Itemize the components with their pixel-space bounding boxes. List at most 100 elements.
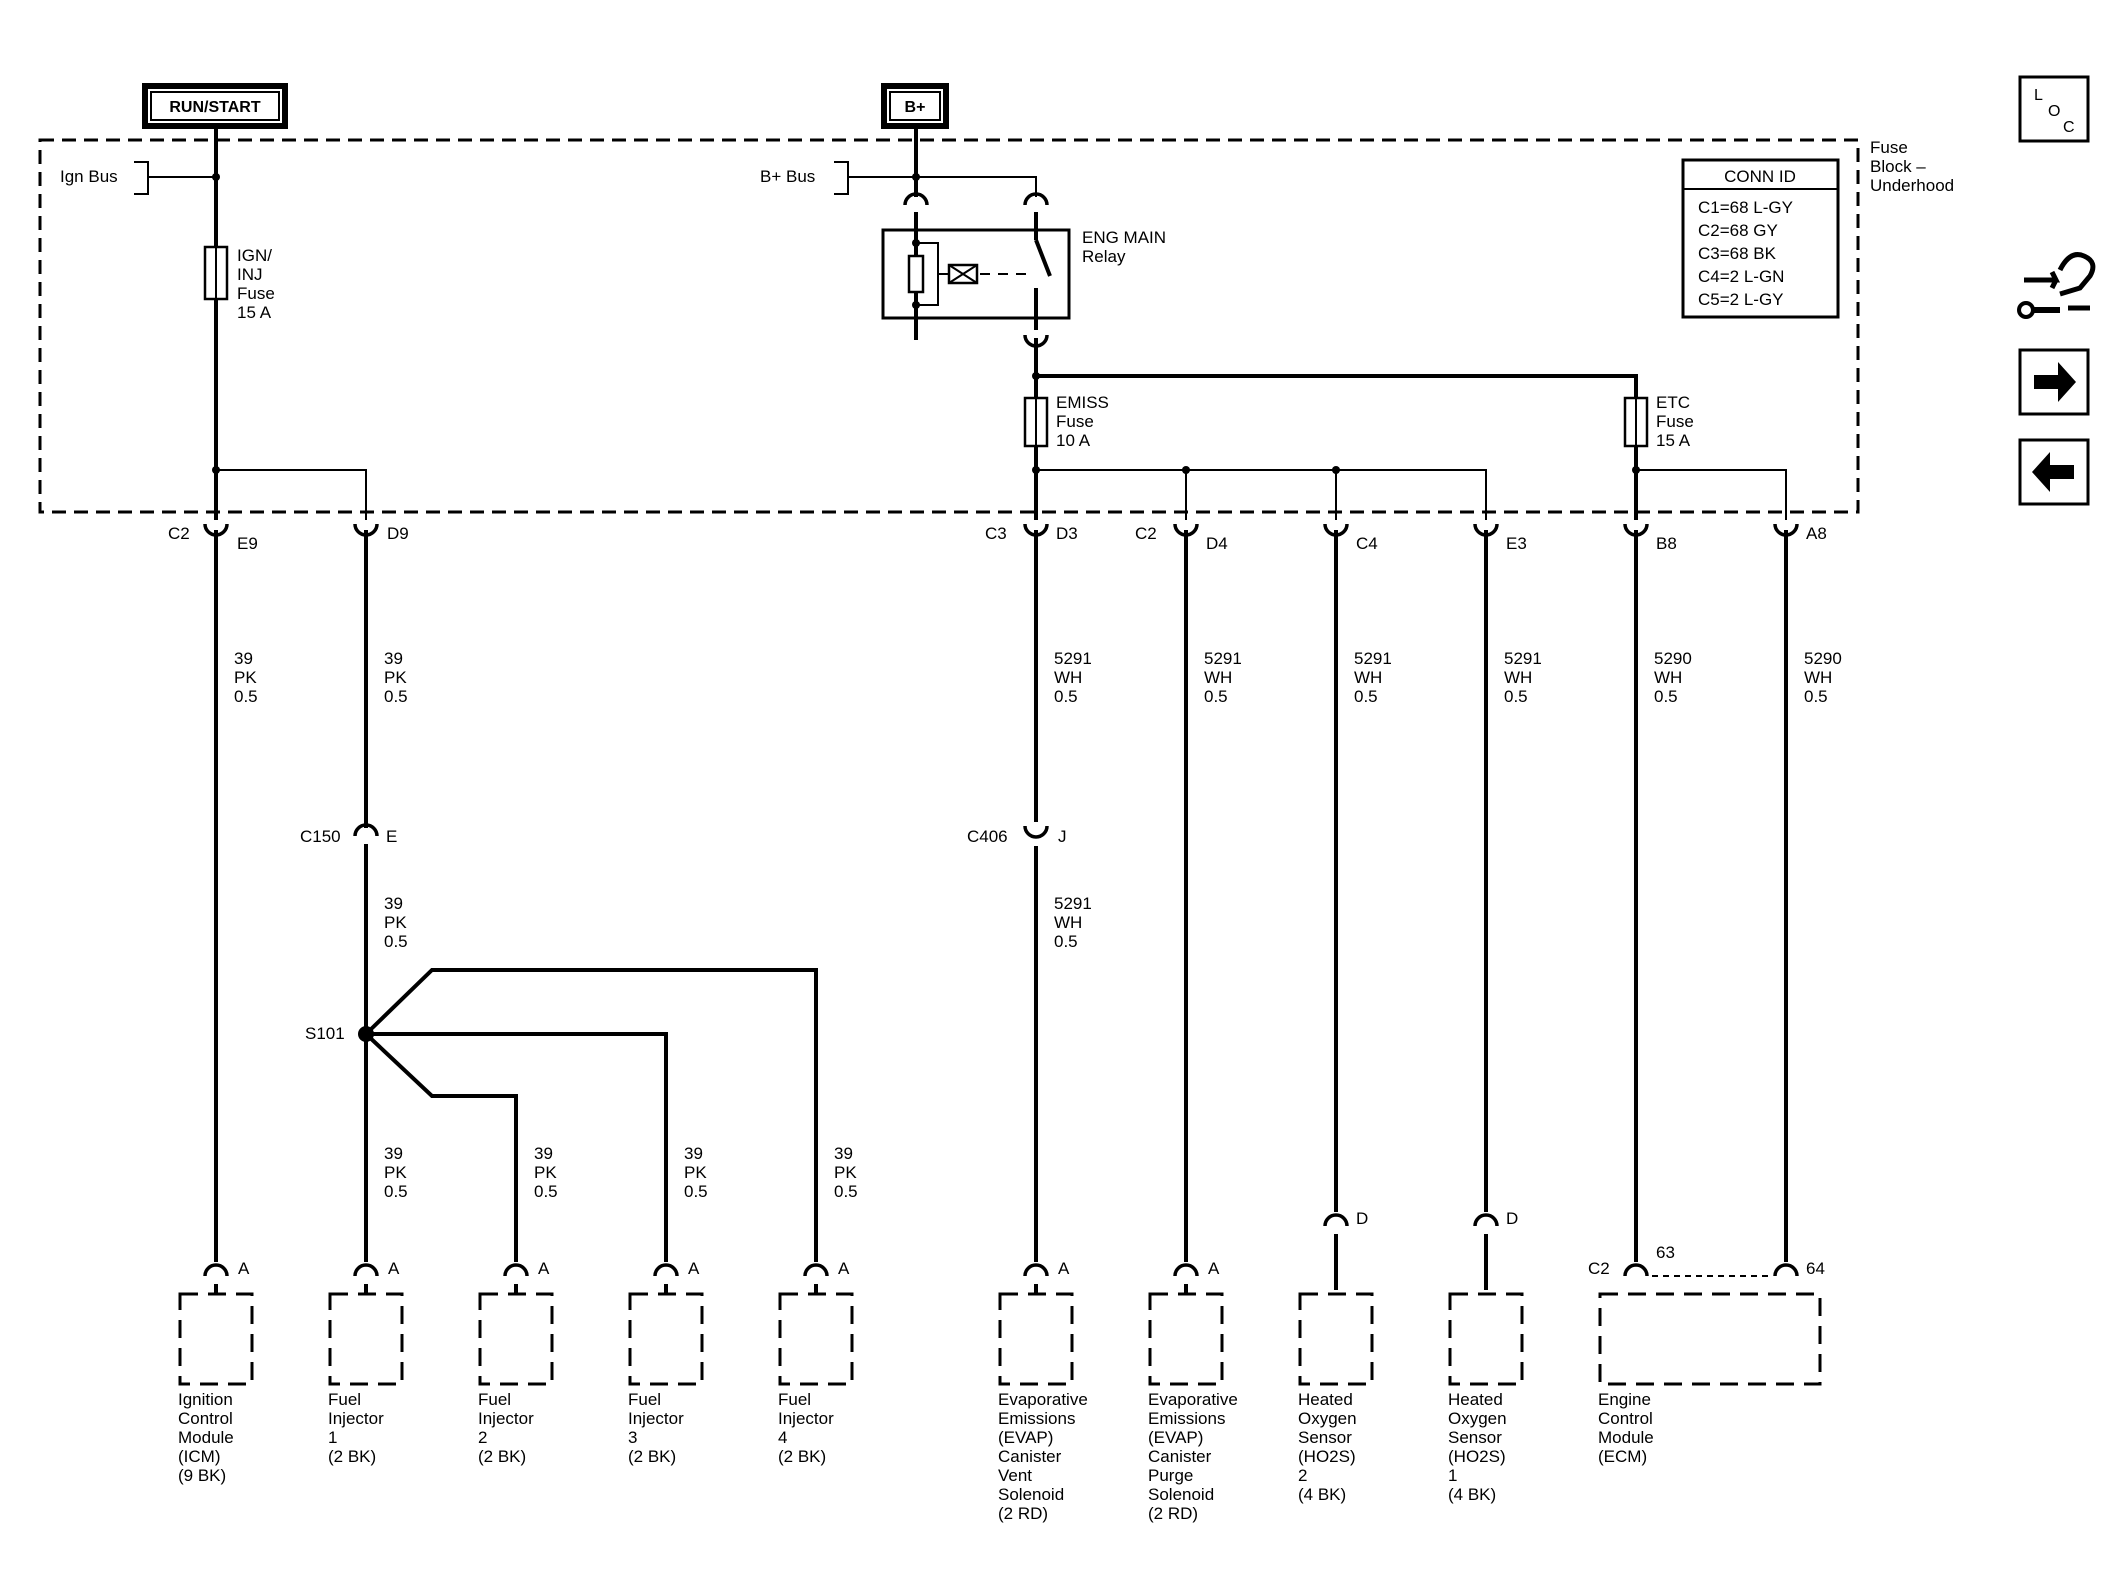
svg-text:WH: WH — [1804, 668, 1832, 687]
svg-text:WH: WH — [1654, 668, 1682, 687]
purge-solenoid-box — [1148, 1292, 1224, 1386]
wire-label-icm: 39 PK 0.5 — [234, 649, 258, 706]
svg-text:0.5: 0.5 — [1354, 687, 1378, 706]
ign-bus-label: Ign Bus — [60, 167, 118, 186]
conn-b8: B8 — [1656, 534, 1677, 553]
wire-label-a8: 5290 WH 0.5 — [1804, 649, 1842, 706]
wire-label-c406-out: 5291 WH 0.5 — [1054, 894, 1092, 951]
svg-text:Purge: Purge — [1148, 1466, 1193, 1485]
svg-text:Injector: Injector — [778, 1409, 834, 1428]
svg-text:(HO2S): (HO2S) — [1298, 1447, 1356, 1466]
svg-text:4: 4 — [778, 1428, 787, 1447]
svg-text:Canister: Canister — [1148, 1447, 1212, 1466]
svg-text:PK: PK — [384, 668, 407, 687]
svg-text:5291: 5291 — [1504, 649, 1542, 668]
etc-fuse-label: 15 A — [1656, 431, 1691, 450]
svg-text:(2 RD): (2 RD) — [998, 1504, 1048, 1523]
wire-label-c150-out: 39 PK 0.5 — [384, 894, 408, 951]
injector-1-box — [328, 1292, 404, 1386]
svg-text:C: C — [2063, 119, 2075, 136]
svg-text:(9 BK): (9 BK) — [178, 1466, 226, 1485]
svg-text:0.5: 0.5 — [1804, 687, 1828, 706]
conn-c2b: C2 — [1135, 524, 1157, 543]
vent-solenoid-label: Evaporative Emissions (EVAP) Canister Ve… — [998, 1390, 1088, 1523]
svg-text:(ECM): (ECM) — [1598, 1447, 1647, 1466]
svg-text:Oxygen: Oxygen — [1298, 1409, 1357, 1428]
ecm-label: Engine Control Module (ECM) — [1598, 1390, 1654, 1466]
conn-id-row: C5=2 L-GY — [1698, 290, 1784, 309]
svg-text:0.5: 0.5 — [384, 1182, 408, 1201]
svg-text:5290: 5290 — [1804, 649, 1842, 668]
pin-a-inj1: A — [388, 1259, 400, 1278]
svg-text:Sensor: Sensor — [1298, 1428, 1352, 1447]
svg-text:2: 2 — [478, 1428, 487, 1447]
svg-text:Emissions: Emissions — [998, 1409, 1075, 1428]
relay-label: Relay — [1082, 247, 1126, 266]
conn-id-row: C3=68 BK — [1698, 244, 1777, 263]
svg-text:0.5: 0.5 — [684, 1182, 708, 1201]
pin-d-ho2s1: D — [1506, 1209, 1518, 1228]
conn-c406: C406 — [967, 827, 1008, 846]
vent-solenoid-box — [998, 1292, 1074, 1386]
wire-label-c4: 5291 WH 0.5 — [1354, 649, 1392, 706]
ign-fuse-label: Fuse — [237, 284, 275, 303]
pin-a-purge: A — [1208, 1259, 1220, 1278]
svg-text:Injector: Injector — [328, 1409, 384, 1428]
pin-d-ho2s2: D — [1356, 1209, 1368, 1228]
conn-id-title: CONN ID — [1724, 167, 1796, 186]
svg-text:5291: 5291 — [1354, 649, 1392, 668]
svg-text:Control: Control — [1598, 1409, 1653, 1428]
svg-text:Heated: Heated — [1448, 1390, 1503, 1409]
svg-text:5291: 5291 — [1204, 649, 1242, 668]
svg-text:0.5: 0.5 — [1054, 932, 1078, 951]
back-arrow-icon[interactable] — [2018, 438, 2090, 506]
run-start-source: RUN/START — [142, 83, 288, 129]
svg-text:3: 3 — [628, 1428, 637, 1447]
svg-text:WH: WH — [1054, 913, 1082, 932]
conn-id-row: C4=2 L-GN — [1698, 267, 1784, 286]
wire-label-d3: 5291 WH 0.5 — [1054, 649, 1092, 706]
wire-label-inj4: 39 PK 0.5 — [834, 1144, 858, 1201]
svg-text:Oxygen: Oxygen — [1448, 1409, 1507, 1428]
pin-a-inj2: A — [538, 1259, 550, 1278]
emiss-fuse-label: EMISS — [1056, 393, 1109, 412]
b-plus-label: B+ — [905, 99, 926, 116]
svg-text:(4 BK): (4 BK) — [1448, 1485, 1496, 1504]
svg-text:39: 39 — [384, 894, 403, 913]
ho2s-2-box — [1298, 1292, 1374, 1386]
conn-d4: D4 — [1206, 534, 1228, 553]
wire-label-b8: 5290 WH 0.5 — [1654, 649, 1692, 706]
svg-text:5291: 5291 — [1054, 649, 1092, 668]
svg-text:39: 39 — [384, 649, 403, 668]
relay-label: ENG MAIN — [1082, 228, 1166, 247]
injector-2-label: Fuel Injector 2 (2 BK) — [478, 1390, 534, 1466]
wrench-hand-icon[interactable] — [2017, 252, 2096, 319]
purge-solenoid-label: Evaporative Emissions (EVAP) Canister Pu… — [1148, 1390, 1238, 1523]
injector-2-box — [478, 1292, 554, 1386]
wire-label-inj2: 39 PK 0.5 — [534, 1144, 558, 1201]
ign-fuse-label: 15 A — [237, 303, 272, 322]
emiss-fuse-label: 10 A — [1056, 431, 1091, 450]
svg-text:(EVAP): (EVAP) — [998, 1428, 1053, 1447]
b-plus-source: B+ — [881, 83, 949, 129]
wire-label-inj1: 39 PK 0.5 — [384, 1144, 408, 1201]
svg-text:WH: WH — [1354, 668, 1382, 687]
splice-s101 — [358, 968, 818, 1262]
conn-a8: A8 — [1806, 524, 1827, 543]
inline-connector-c406 — [1023, 825, 1049, 839]
fuse-block-label-1: Fuse — [1870, 138, 1908, 157]
svg-text:PK: PK — [384, 1163, 407, 1182]
forward-arrow-icon[interactable] — [2018, 348, 2090, 416]
pin-a-inj4: A — [838, 1259, 850, 1278]
emiss-fuse-label: Fuse — [1056, 412, 1094, 431]
svg-text:(2 BK): (2 BK) — [628, 1447, 676, 1466]
svg-text:Module: Module — [178, 1428, 234, 1447]
ecm-pin-64: 64 — [1806, 1259, 1825, 1278]
svg-text:O: O — [2048, 103, 2060, 120]
pin-a-icm: A — [238, 1259, 250, 1278]
svg-text:Fuel: Fuel — [328, 1390, 361, 1409]
splice-s101-label: S101 — [305, 1024, 345, 1043]
location-icon[interactable]: L O C — [2018, 75, 2090, 143]
fuse-block-label-3: Underhood — [1870, 176, 1954, 195]
